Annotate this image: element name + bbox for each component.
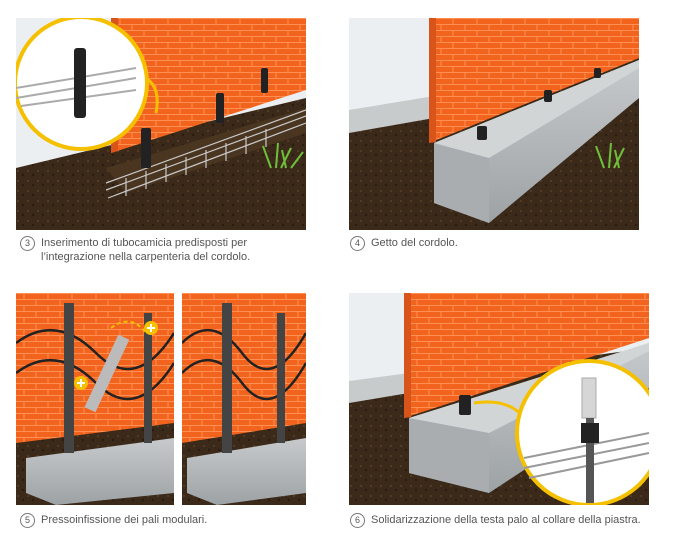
step-5-caption: 5 Pressoinfissione dei pali modulari. [20,513,207,528]
plus-icon [74,376,88,390]
step-5-illustration-b [182,293,306,505]
rotate-arrow-icon [110,320,147,334]
step-6-illustration [349,293,649,505]
step-4-text: Getto del cordolo. [371,237,458,249]
step-4-number: 4 [350,236,365,251]
step-3-number: 3 [20,236,35,251]
step-4-illustration [349,18,639,230]
step-5-number: 5 [20,513,35,528]
step-3-text: Inserimento di tubocamicia predisposti p… [41,237,251,263]
step-3-caption: 3 Inserimento di tubocamicia predisposti… [20,236,250,264]
step-5-text: Pressoinfissione dei pali modulari. [41,514,208,526]
step-6-text: Solidarizzazione della testa palo al col… [371,514,641,526]
step-6-number: 6 [350,513,365,528]
step-6-caption: 6 Solidarizzazione della testa palo al c… [350,513,641,528]
plus-icon [144,321,158,335]
sleeve-icon [74,48,86,118]
step-3-illustration [16,18,306,230]
step-5-illustration-a [16,293,174,505]
step-4-caption: 4 Getto del cordolo. [350,236,458,251]
